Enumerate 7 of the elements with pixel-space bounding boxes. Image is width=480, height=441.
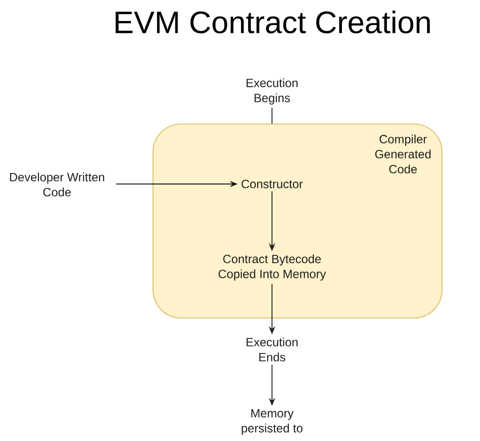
step-label: Execution Ends bbox=[246, 338, 298, 362]
step-label: Execution Begins bbox=[246, 78, 298, 105]
step-label: Developer Written Code bbox=[10, 172, 104, 196]
step-label: Contract Bytecode Copied Into Memory bbox=[218, 254, 326, 281]
step-label: Memory persisted to bbox=[242, 409, 302, 435]
diagram-title: EVM Contract Creation bbox=[116, 10, 430, 34]
step-label: Constructor bbox=[242, 180, 303, 188]
